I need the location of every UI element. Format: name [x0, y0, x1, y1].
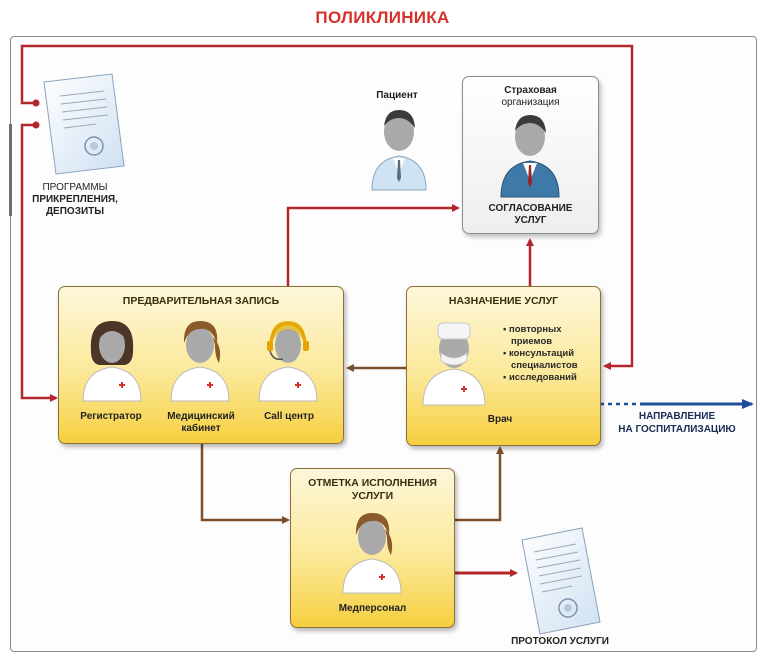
medical-office-label-line-1: Медицинский: [167, 411, 235, 422]
registrar-icon: [82, 321, 142, 402]
execution-title-line-1: ОТМЕТКА ИСПОЛНЕНИЯ: [308, 477, 437, 489]
medical-office-label: Медицинский кабинет: [157, 411, 245, 435]
hospitalization-label-line-1: НАПРАВЛЕНИЕ: [638, 411, 716, 422]
diagram-title: ПОЛИКЛИНИКА: [315, 8, 450, 27]
insurance-agent-icon: [500, 115, 560, 198]
arrow-node-1: [32, 99, 40, 107]
registrar-label-line: Регистратор: [80, 411, 142, 422]
doctor-icon: [422, 322, 486, 406]
programs-label-line-1: ПРОГРАММЫ: [42, 182, 108, 193]
insurance-organization-box: Страховая организация СОГЛАСОВАНИЕ УСЛУГ: [462, 76, 599, 234]
bullet-research: • исследований: [503, 372, 577, 383]
doctor-label: Врач: [487, 414, 513, 425]
insurance-caption: СОГЛАСОВАНИЕ УСЛУГ: [463, 203, 598, 227]
patient-icon: [371, 110, 427, 191]
protocol-document-icon: [521, 527, 601, 635]
insurance-label-line-2: организация: [501, 97, 560, 108]
service-execution-box: ОТМЕТКА ИСПОЛНЕНИЯ УСЛУГИ Медперсонал: [290, 468, 455, 628]
registrar-label: Регистратор: [67, 411, 155, 423]
medical-office-label-line-2: кабинет: [181, 423, 221, 434]
insurance-label: Страховая организация: [463, 85, 598, 109]
call-center-label: Call центр: [245, 411, 333, 423]
patient-label: Пациент: [376, 90, 418, 101]
service-assignment-box: НАЗНАЧЕНИЕ УСЛУГ: [406, 286, 601, 446]
bullet-repeat-2: приемов: [511, 336, 553, 347]
programs-label: ПРОГРАММЫ ПРИКРЕПЛЕНИЯ, ДЕПОЗИТЫ: [30, 182, 120, 218]
hospitalization-label-line-2: НА ГОСПИТАЛИЗАЦИЮ: [618, 424, 736, 435]
arrow-execution-to-assignment: [454, 446, 504, 522]
bullet-repeat: • повторных: [503, 324, 562, 335]
programs-label-line-3: ДЕПОЗИТЫ: [45, 206, 105, 217]
insurance-caption-line-1: СОГЛАСОВАНИЕ: [488, 203, 573, 214]
insurance-caption-line-2: УСЛУГ: [514, 215, 547, 226]
call-center-icon: [258, 321, 318, 402]
insurance-label-line-1: Страховая: [504, 85, 557, 96]
call-center-label-line: Call центр: [264, 411, 314, 422]
protocol-label: ПРОТОКОЛ УСЛУГИ: [511, 636, 609, 647]
execution-title-line-2: УСЛУГИ: [351, 490, 394, 502]
medical-office-icon: [170, 321, 230, 402]
booking-title: ПРЕДВАРИТЕЛЬНАЯ ЗАПИСЬ: [122, 295, 280, 307]
arrow-programs-to-assignment: [20, 44, 634, 370]
arrow-booking-to-execution: [200, 442, 290, 524]
execution-title: ОТМЕТКА ИСПОЛНЕНИЯ УСЛУГИ: [291, 477, 454, 503]
hospitalization-label: НАПРАВЛЕНИЕ НА ГОСПИТАЛИЗАЦИЮ: [602, 410, 752, 436]
frame-side-bar: [9, 124, 12, 216]
nurse-icon: [342, 513, 402, 594]
arrow-node-2: [32, 121, 40, 129]
assignment-title: НАЗНАЧЕНИЕ УСЛУГ: [448, 295, 559, 307]
preliminary-booking-box: ПРЕДВАРИТЕЛЬНАЯ ЗАПИСЬ Регистра: [58, 286, 344, 444]
arrow-booking-to-insurance: [286, 204, 460, 286]
programs-document-icon: [43, 73, 125, 175]
bullet-consult: • консультаций: [503, 348, 575, 359]
programs-label-line-2: ПРИКРЕПЛЕНИЯ,: [32, 194, 118, 205]
bullet-consult-2: специалистов: [511, 360, 578, 371]
nurse-label: Медперсонал: [338, 603, 407, 614]
assignment-bullets: • повторных приемов • консультаций специ…: [503, 324, 591, 384]
arrow-programs-to-booking: [20, 123, 58, 402]
